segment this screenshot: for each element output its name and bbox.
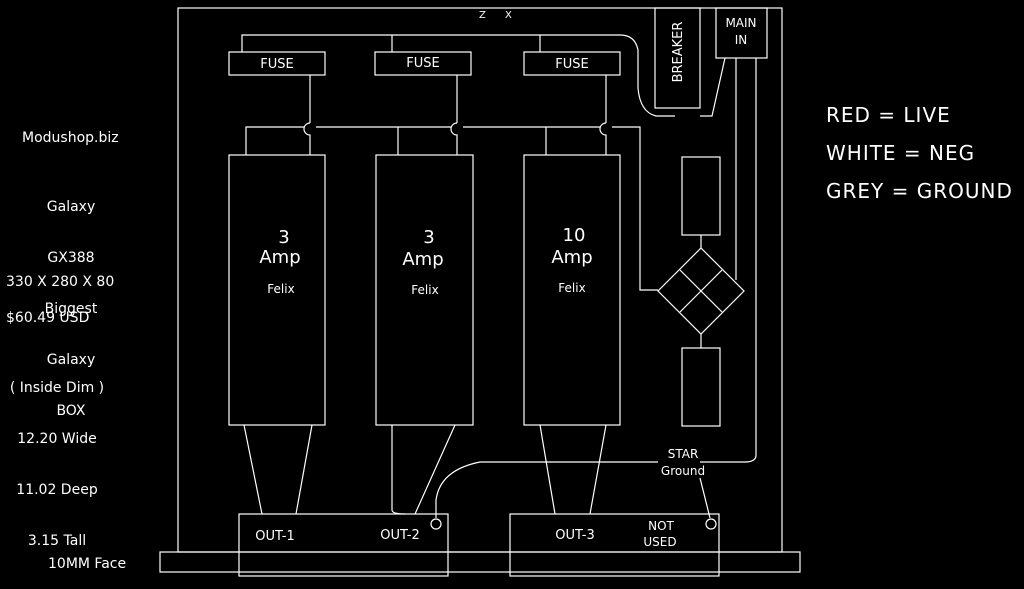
amp-1-output-lead xyxy=(243,424,313,515)
inside-dim-heading: ( Inside Dim ) xyxy=(9,380,105,396)
out-2-ground-lug xyxy=(430,518,442,530)
legend-ground: GREY = GROUND xyxy=(826,179,1013,203)
amp-3-brand: Felix xyxy=(558,281,585,295)
box-site: Modushop.biz xyxy=(22,130,119,146)
box-model-line: Biggest xyxy=(44,301,98,317)
main-ground-wire xyxy=(700,58,757,463)
amp-2-output-lead xyxy=(391,424,456,515)
amp-3-output-lead xyxy=(539,424,607,515)
component-upper xyxy=(681,156,721,236)
box-inside-dims: ( Inside Dim ) 12.20 Wide 11.02 Deep 3.1… xyxy=(4,346,110,567)
component-lower xyxy=(681,347,721,427)
out-1-label: OUT-1 xyxy=(255,529,294,544)
not-used-label-1: NOT xyxy=(648,519,674,533)
not-used-label-2: USED xyxy=(643,535,676,549)
main-in-box xyxy=(715,7,768,59)
breaker-label: BREAKER xyxy=(671,22,686,83)
fuse-1-hop xyxy=(303,122,311,155)
fuse-3-hop xyxy=(599,122,607,155)
main-in-label-1: MAIN xyxy=(725,16,756,30)
star-ground-label-2: Ground xyxy=(661,464,705,478)
front-face-panel xyxy=(159,551,801,573)
box-model-line: BOX xyxy=(56,403,86,419)
main-live-wire xyxy=(700,57,726,117)
breaker-box xyxy=(654,7,701,109)
box-model-line: Galaxy xyxy=(46,199,96,215)
box-model-line: GX388 xyxy=(47,250,95,266)
fuse-3 xyxy=(523,51,621,76)
not-used-ground-lug xyxy=(705,518,717,530)
star-ground-wire-out2 xyxy=(435,461,658,518)
amp-2-rating: 3 xyxy=(423,227,434,248)
amp-3-unit: Amp xyxy=(551,247,592,268)
fuse-1-label: FUSE xyxy=(260,57,293,72)
amp-1-brand: Felix xyxy=(267,282,294,296)
amp-1-rating: 3 xyxy=(278,227,289,248)
fuse-2 xyxy=(374,51,472,76)
output-panel-right xyxy=(509,513,720,577)
inside-dim-height: 3.15 Tall xyxy=(27,533,87,549)
box-dimensions: 330 X 280 X 80 xyxy=(6,274,115,290)
bridge-diag-2 xyxy=(679,269,723,313)
fuse-3-label: FUSE xyxy=(555,57,588,72)
out-2-label: OUT-2 xyxy=(380,528,419,543)
inside-dim-width: 12.20 Wide xyxy=(17,431,97,447)
amp-1-unit: Amp xyxy=(259,247,300,268)
output-panel-left xyxy=(238,513,449,577)
face-label: 10MM Face xyxy=(48,556,126,572)
inside-dim-depth: 11.02 Deep xyxy=(16,482,98,498)
amp-2-brand: Felix xyxy=(411,283,438,297)
amp-2-unit: Amp xyxy=(402,249,443,270)
box-price: $60.49 USD xyxy=(6,310,90,326)
neg-bus xyxy=(245,126,658,291)
fuse-2-label: FUSE xyxy=(406,56,439,71)
fuse-1 xyxy=(228,51,326,76)
star-ground-wire-out3 xyxy=(699,477,711,519)
live-top-bus xyxy=(241,34,675,117)
box-model-line: Galaxy xyxy=(46,352,96,368)
out-3-label: OUT-3 xyxy=(555,528,594,543)
x-axis-mark: X xyxy=(505,10,512,21)
fuse-2-hop xyxy=(450,122,458,155)
legend-live: RED = LIVE xyxy=(826,103,951,127)
amp-module-1 xyxy=(228,154,326,426)
amp-module-2 xyxy=(375,154,474,426)
main-in-label-2: IN xyxy=(735,33,748,47)
amp-module-3 xyxy=(523,154,621,426)
star-ground-label-1: STAR xyxy=(668,447,699,461)
amp-3-rating: 10 xyxy=(563,225,586,246)
z-axis-mark: Z xyxy=(479,10,486,21)
box-model-block: Galaxy GX388 Biggest Galaxy BOX xyxy=(36,165,106,437)
legend-neg: WHITE = NEG xyxy=(826,141,976,165)
